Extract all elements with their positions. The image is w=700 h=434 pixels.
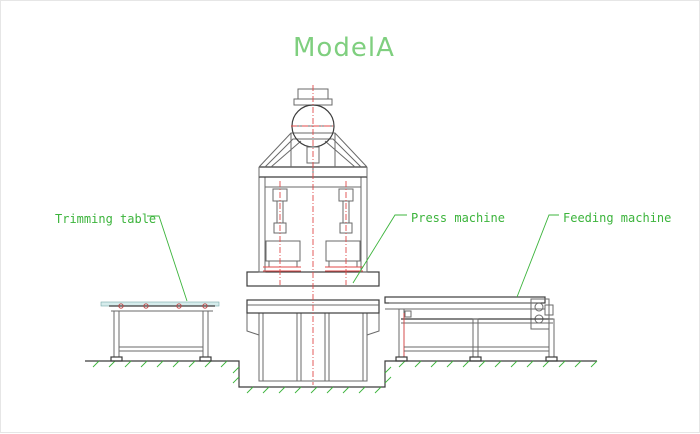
trimming-table bbox=[100, 301, 220, 362]
label-feeding-machine: Feeding machine bbox=[563, 211, 671, 225]
drawing-title: ModelA bbox=[293, 33, 395, 63]
callout-press-machine: Press machine bbox=[352, 211, 505, 284]
label-trimming-table: Trimming table bbox=[55, 212, 156, 226]
ground-line bbox=[85, 360, 597, 388]
callout-feeding-machine: Feeding machine bbox=[516, 211, 671, 298]
press-machine bbox=[246, 85, 380, 385]
ground-hatching bbox=[92, 360, 598, 394]
callout-trimming-table: Trimming table bbox=[55, 212, 188, 302]
feeding-machine bbox=[384, 296, 558, 362]
label-press-machine: Press machine bbox=[411, 211, 505, 225]
